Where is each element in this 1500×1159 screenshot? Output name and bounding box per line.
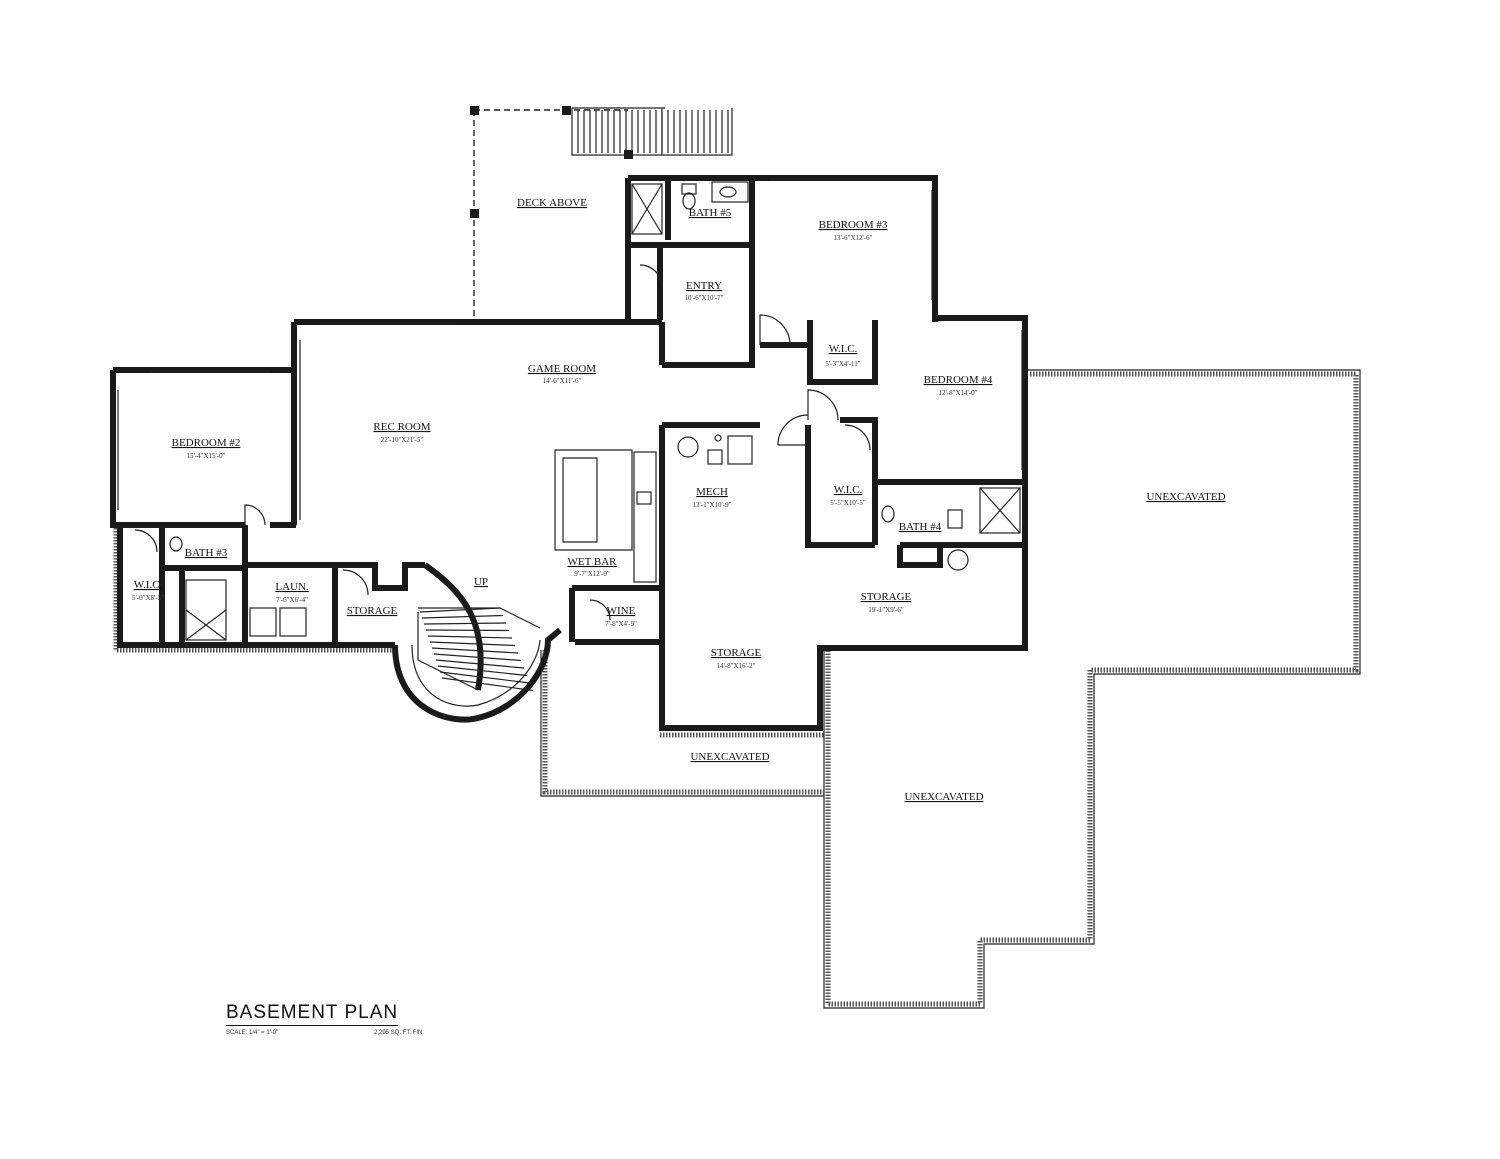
area-note: 2,295 SQ. FT. FIN. bbox=[373, 1030, 424, 1036]
stair-tread bbox=[419, 607, 501, 613]
deck-above-label: DECK ABOVE bbox=[517, 197, 587, 209]
storage-small-label: STORAGE bbox=[347, 605, 398, 617]
bath5-label: BATH #5 bbox=[689, 207, 732, 219]
bedroom2-dims: 15'-4"X15'-0" bbox=[187, 452, 226, 460]
stair-tread bbox=[441, 677, 534, 692]
stair-tread bbox=[435, 659, 525, 669]
wet-bar-dims: 9'-7"X12'-0" bbox=[574, 570, 610, 578]
windows bbox=[117, 179, 1023, 520]
stair-tread bbox=[429, 641, 516, 647]
mech-dims: 13'-1"X10'-9" bbox=[693, 501, 732, 509]
bath3-label: BATH #3 bbox=[185, 547, 228, 559]
rec-room-dims: 22'-10"X21'-5" bbox=[381, 436, 424, 444]
door-swings bbox=[134, 264, 871, 621]
laun-dims: 7'-6"X6'-4" bbox=[276, 596, 308, 604]
stair-tread bbox=[421, 614, 504, 619]
game-room-dims: 14'-6"X11'-6" bbox=[543, 377, 582, 385]
foundation-left-outline bbox=[113, 528, 392, 653]
plan-subtitle: SCALE: 1/4" = 1'-0" 2,295 SQ. FT. FIN. bbox=[226, 1030, 424, 1036]
storage-center-label: STORAGE bbox=[711, 647, 762, 659]
rec-room-label: REC ROOM bbox=[373, 421, 430, 433]
stair-tread bbox=[423, 622, 507, 625]
laun-label: LAUN. bbox=[275, 581, 309, 593]
unexcavated-right-label: UNEXCAVATED bbox=[1146, 491, 1225, 503]
stair-tread bbox=[433, 653, 522, 662]
room-labels: DECK ABOVE BATH #5 BEDROOM #3 13'-6"X12'… bbox=[132, 197, 1226, 803]
bedroom4-dims: 12'-8"X14'-0" bbox=[939, 389, 978, 397]
unexcavated-bottom-left-label: UNEXCAVATED bbox=[690, 751, 769, 763]
wic-top-label: W.I.C. bbox=[829, 343, 858, 355]
wine-label: WINE bbox=[607, 605, 636, 617]
exterior-stair bbox=[571, 107, 733, 156]
wic-mid-label: W.I.C. bbox=[834, 484, 863, 496]
game-room-label: GAME ROOM bbox=[528, 363, 596, 375]
wine-dims: 7'-8"X4'-9" bbox=[605, 620, 637, 628]
mech-equipment bbox=[677, 434, 753, 465]
stair-up-label: UP bbox=[474, 576, 488, 588]
exterior-walls bbox=[110, 175, 1028, 731]
storage-right-label: STORAGE bbox=[861, 591, 912, 603]
curved-stair bbox=[392, 562, 562, 723]
stair-tread bbox=[431, 647, 519, 654]
bath-fixtures bbox=[169, 181, 1021, 641]
stair-tread bbox=[425, 629, 510, 632]
wic-left-label: W.I.C. bbox=[134, 579, 163, 591]
wet-bar-label: WET BAR bbox=[568, 556, 618, 568]
bedroom2-label: BEDROOM #2 bbox=[172, 437, 241, 449]
bedroom4-label: BEDROOM #4 bbox=[924, 374, 993, 386]
bedroom3-label: BEDROOM #3 bbox=[819, 219, 888, 231]
wic-left-dims: 5'-0"X8'-5" bbox=[132, 594, 164, 602]
unexcavated-bottom-outline bbox=[540, 650, 824, 797]
stair-tread bbox=[437, 665, 528, 677]
wic-mid-dims: 5'-5"X10'-5" bbox=[830, 499, 866, 507]
wic-top-dims: 5'-3"X4'-11" bbox=[825, 360, 860, 368]
mech-label: MECH bbox=[696, 486, 728, 498]
storage-center-dims: 14'-8"X16'-2" bbox=[717, 662, 756, 670]
title-block: BASEMENT PLAN SCALE: 1/4" = 1'-0" 2,295 … bbox=[226, 1002, 426, 1036]
plan-title: BASEMENT PLAN bbox=[226, 1002, 399, 1026]
stair-tread bbox=[439, 671, 531, 684]
unexcavated-right-outline bbox=[823, 369, 1361, 1009]
wet-bar-counter bbox=[554, 449, 657, 583]
entry-label: ENTRY bbox=[686, 280, 722, 292]
interior-walls bbox=[126, 178, 1025, 645]
storage-right-dims: 19'-1"X9'-6" bbox=[868, 606, 904, 614]
entry-dims: 10'-6"X10'-7" bbox=[685, 294, 724, 302]
bedroom3-dims: 13'-6"X12'-6" bbox=[834, 234, 873, 242]
scale-note: SCALE: 1/4" = 1'-0" bbox=[226, 1030, 279, 1036]
bath4-label: BATH #4 bbox=[899, 521, 942, 533]
unexcavated-bottom-center-label: UNEXCAVATED bbox=[904, 791, 983, 803]
stair-tread bbox=[427, 635, 513, 639]
